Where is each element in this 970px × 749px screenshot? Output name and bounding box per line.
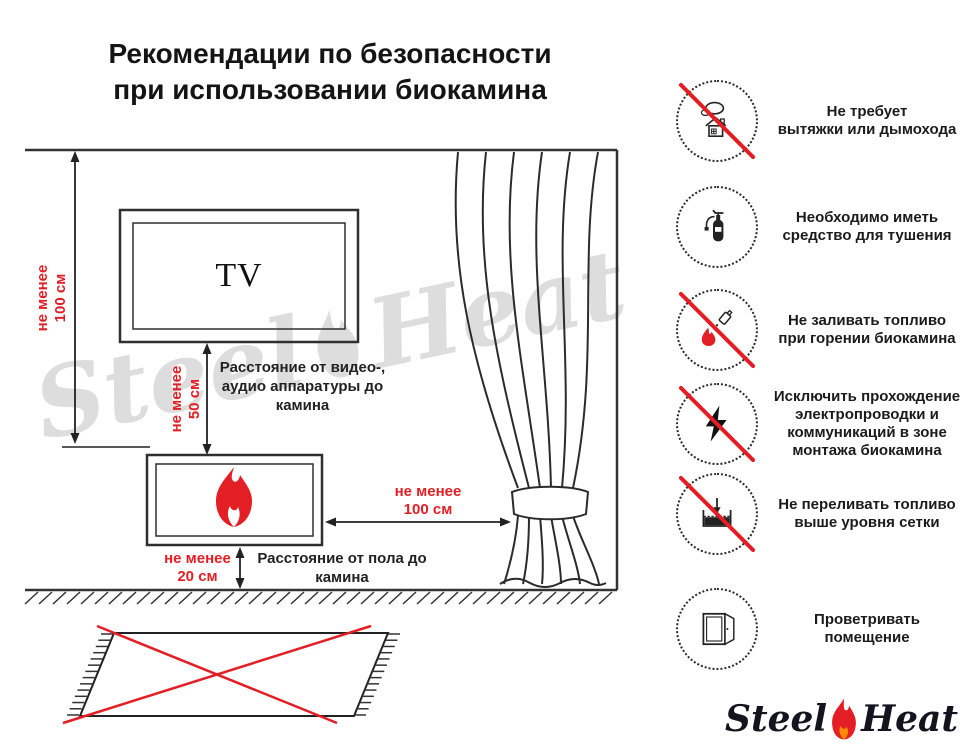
rule-label: Не требует вытяжки или дымохода <box>777 103 957 138</box>
rule-label: Не переливать топливо выше уровня сетки <box>778 496 956 531</box>
rule-label: Необходимо иметь средство для тушения <box>782 209 952 244</box>
no-electrical-wiring-icon <box>676 383 758 465</box>
logo-flame-icon <box>832 698 857 740</box>
no-refuel-while-burning-icon <box>676 289 758 371</box>
rule-ventilate: Проветривать помещение <box>676 588 964 670</box>
rule-label: Исключить прохождение электропроводки и … <box>773 388 961 459</box>
logo-word2: Heat <box>861 698 958 740</box>
no-overfill-icon <box>676 473 758 555</box>
no-chimney-icon <box>676 80 758 162</box>
prohibition-slash <box>678 82 756 160</box>
prohibition-slash <box>678 385 756 463</box>
dimension-horizontal-100cm: не менее 100 см <box>394 483 462 518</box>
prohibition-slash <box>678 291 756 369</box>
dimension-left-100cm: не менее 100 см <box>34 264 69 332</box>
rule-extinguisher: Необходимо иметь средство для тушения <box>676 186 964 268</box>
note-av-distance: Расстояние от видео-, аудио аппаратуры д… <box>219 359 386 414</box>
prohibition-slash <box>678 475 756 553</box>
tv-label: TV <box>215 257 263 294</box>
rule-no-refuel-while-burning: Не заливать топливо при горении биокамин… <box>676 289 964 371</box>
ventilate-icon <box>676 588 758 670</box>
room-diagram <box>24 148 619 725</box>
rule-no-overfill: Не переливать топливо выше уровня сетки <box>676 473 964 555</box>
rule-no-electrical-wiring: Исключить прохождение электропроводки и … <box>676 383 964 465</box>
page-title: Рекомендации по безопасности при использ… <box>108 38 552 105</box>
rule-label: Проветривать помещение <box>814 611 920 646</box>
rule-label: Не заливать топливо при горении биокамин… <box>778 312 956 347</box>
extinguisher-icon <box>676 186 758 268</box>
logo-word1: Steel <box>725 698 828 740</box>
dimension-bottom-20cm: не менее 20 см <box>164 550 231 585</box>
dimension-middle-50cm: не менее 50 см <box>168 365 203 433</box>
rule-no-chimney: Не требует вытяжки или дымохода <box>676 80 964 162</box>
note-floor-distance: Расстояние от пола до камина <box>257 550 427 586</box>
brand-logo: Steel Heat <box>725 696 958 742</box>
